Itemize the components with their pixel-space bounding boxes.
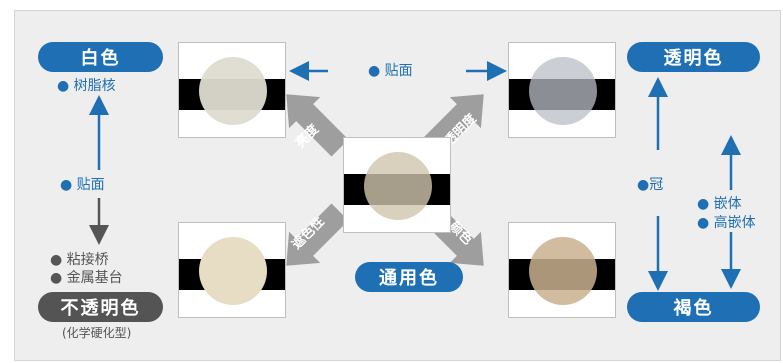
note-inlay: ● 嵌体	[697, 196, 742, 212]
note-high-inlay: ● 高嵌体	[697, 215, 756, 231]
label-universal: 通用色	[355, 262, 463, 292]
note-resin-core: ● 树脂核	[57, 78, 116, 94]
sample-universal	[343, 137, 451, 233]
sample-white	[178, 42, 286, 138]
note-veneer-top: ● 贴面	[368, 63, 413, 79]
arrow-opacity	[286, 203, 349, 266]
sample-transparent	[508, 42, 616, 138]
label-opaque: 不透明色	[38, 292, 163, 322]
note-opaque-sub: (化学硬化型)	[62, 326, 132, 340]
label-brown: 褐色	[627, 292, 760, 322]
label-white: 白色	[38, 42, 163, 72]
sample-brown	[508, 222, 616, 318]
note-metal-base: ● 金属基台	[50, 270, 123, 286]
arrow-brightness	[286, 94, 349, 157]
note-veneer-left: ● 贴面	[60, 177, 105, 193]
note-post-bridge: ● 粘接桥	[50, 252, 109, 268]
sample-opaque	[178, 222, 286, 318]
note-crown: ●冠	[637, 177, 664, 193]
label-transparent: 透明色	[627, 42, 760, 72]
